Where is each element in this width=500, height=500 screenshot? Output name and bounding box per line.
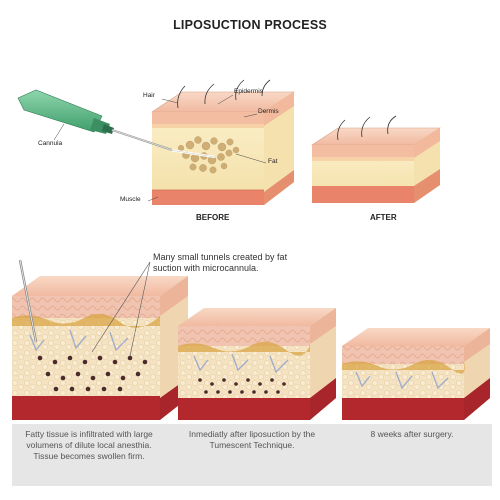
before-label: BEFORE [196,213,230,222]
caption-stage-3: 8 weeks after surgery. [370,429,454,439]
tunnels-callout: Many small tunnels created by fat suctio… [153,252,288,273]
caption-stage-1: Fatty tissue is infiltrated with large v… [25,429,153,461]
fat-label: Fat [268,158,278,165]
after-label: AFTER [370,213,397,222]
callout-leaders [91,261,151,357]
stage-2-block [178,308,336,420]
after-block [310,115,442,203]
dermis-label: Dermis [258,108,279,115]
captions-strip: Fatty tissue is infiltrated with large v… [12,424,492,486]
stage-3-block [342,328,490,420]
muscle-label: Muscle [120,196,141,203]
cannula-icon [17,89,173,151]
label-leaders [53,94,267,202]
caption-stage-2: Inmediatly after liposuction by the Tume… [188,429,316,450]
hair-label: Hair [143,92,155,99]
before-block [151,79,295,205]
page-title: LIPOSUCTION PROCESS [173,18,327,32]
epidermis-label: Epidermis [234,88,263,95]
cannula-label: Cannula [38,140,63,147]
